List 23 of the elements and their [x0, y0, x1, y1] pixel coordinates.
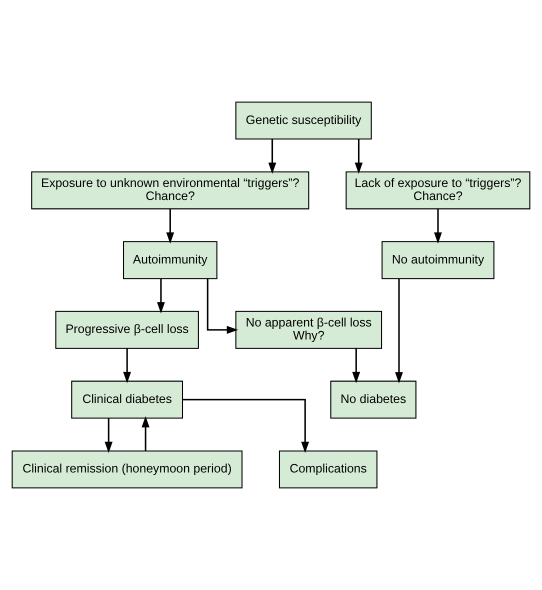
- node-box: Autoimmunity: [123, 241, 218, 280]
- arrow: [166, 209, 174, 244]
- node-box: No diabetes: [330, 380, 416, 419]
- arrow: [354, 139, 363, 174]
- arrow: [352, 348, 360, 384]
- arrow: [182, 398, 310, 454]
- node-box: Genetic susceptibility: [235, 102, 372, 140]
- arrow: [104, 418, 113, 454]
- node-box: Clinical remission (honeymoon period): [12, 450, 243, 488]
- node-box: Clinical diabetes: [71, 380, 184, 419]
- node-box: Complications: [278, 450, 378, 488]
- arrow: [123, 348, 132, 384]
- arrow: [157, 278, 165, 314]
- arrow: [206, 278, 238, 334]
- node-box: Lack of exposure to “triggers”? Chance?: [346, 171, 530, 210]
- arrow: [395, 278, 403, 384]
- node-box: No autoimmunity: [382, 241, 494, 280]
- node-box: Progressive β-cell loss: [55, 310, 199, 349]
- arrow: [142, 416, 150, 451]
- arrow: [268, 139, 276, 174]
- arrow: [434, 209, 442, 244]
- node-box: Exposure to unknown environmental “triggers”? Chance?: [31, 171, 310, 210]
- node-box: No apparent β-cell loss Why?: [235, 310, 382, 349]
